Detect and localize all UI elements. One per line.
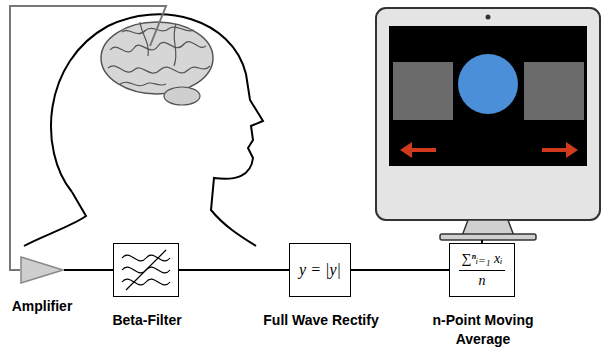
block-label: Beta-Filter [77, 311, 217, 330]
process-box: ∑ⁿᵢ₌₁ xᵢnn-Point Moving Average [449, 243, 515, 297]
block-label: n-Point Moving Average [413, 311, 553, 349]
signal-wire [351, 269, 449, 271]
neck-back [24, 192, 86, 246]
block-label: Amplifier [0, 297, 112, 316]
electrode-wire [10, 6, 166, 270]
formula-denominator: n [479, 271, 486, 290]
block-label: Full Wave Rectify [251, 311, 391, 330]
target-left [393, 62, 453, 120]
formula: y = |y| [299, 261, 341, 279]
signal-wire [64, 269, 113, 271]
arrow-right [542, 142, 578, 158]
brain [101, 22, 213, 105]
monitor [376, 8, 600, 240]
amplifier-triangle: Amplifier [20, 256, 64, 284]
head-silhouette [24, 14, 263, 246]
arrow-left [400, 142, 436, 158]
signal-wire [179, 269, 289, 271]
process-box: y = |y|Full Wave Rectify [289, 243, 351, 297]
filter-symbol [122, 250, 170, 290]
process-box: Beta-Filter [113, 243, 179, 297]
cursor-ball [458, 54, 518, 114]
amplifier-symbol [20, 256, 64, 284]
target-right [524, 62, 584, 120]
formula-numerator: ∑ⁿᵢ₌₁ xᵢ [459, 250, 506, 271]
